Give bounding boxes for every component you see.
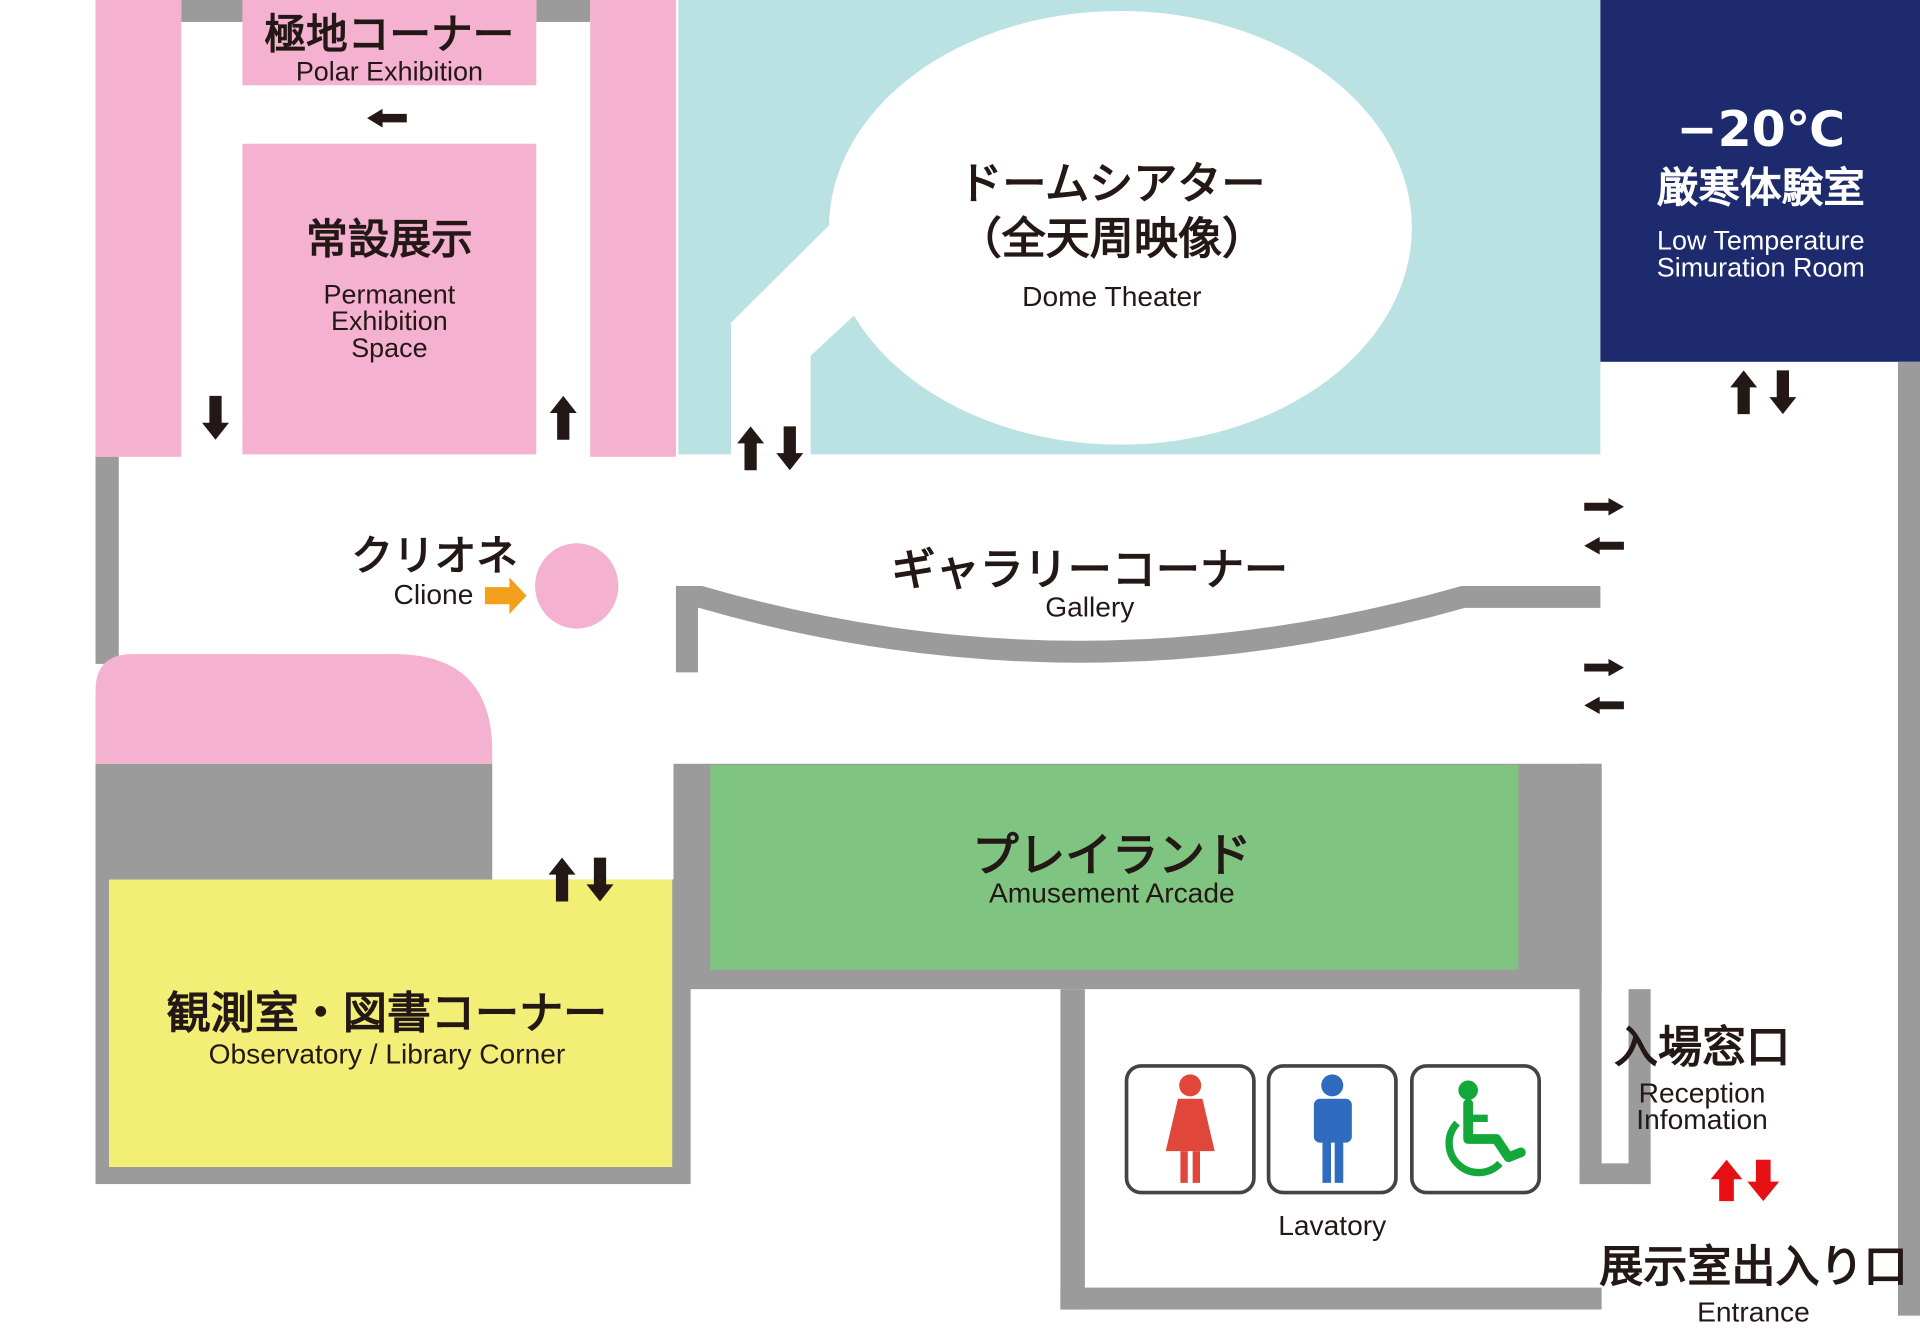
observatory-library[interactable]: 観測室・図書コーナー Observatory / Library Corner [95, 879, 691, 1185]
arrow-down-red-icon [1747, 1159, 1780, 1202]
permanent-title-en-1: Permanent [324, 279, 456, 309]
playland-title-en: Amusement Arcade [989, 878, 1235, 909]
clione-tank[interactable]: クリオネ Clione [351, 531, 619, 629]
dome-theater[interactable]: ドームシアター （全天周映像） Dome Theater [678, 0, 1601, 455]
arrow-right-icon [484, 577, 527, 614]
reception-title-jp: 入場窓口 [1614, 1022, 1790, 1073]
low-temp-title-jp: 厳寒体験室 [1657, 163, 1865, 212]
gallery-title-en: Gallery [1045, 591, 1134, 622]
wall [1897, 361, 1920, 1316]
polar-exhibition[interactable]: 極地コーナー Polar Exhibition [242, 0, 537, 86]
observatory-title-jp: 観測室・図書コーナー [167, 988, 608, 1039]
wall [1628, 989, 1651, 1185]
wall [536, 0, 591, 22]
pink-column-left [95, 0, 182, 457]
wheelchair-icon [1410, 1064, 1542, 1195]
dome-title-en: Dome Theater [1022, 281, 1201, 312]
polar-title-jp: 極地コーナー [265, 10, 515, 59]
permanent-title-jp: 常設展示 [306, 214, 472, 263]
male-toilet-icon [1266, 1064, 1398, 1195]
wall [1579, 763, 1602, 1185]
permanent-exhibition[interactable]: 常設展示 Permanent Exhibition Space [242, 143, 537, 455]
arrow-up-icon [549, 395, 577, 440]
observatory-title-en: Observatory / Library Corner [209, 1039, 566, 1070]
gallery-corner[interactable]: ギャラリーコーナー Gallery [675, 545, 1601, 673]
reception-title-en-2: Infomation [1636, 1104, 1767, 1135]
arrow-up-red-icon [1710, 1159, 1743, 1202]
playland-title-jp: プレイランド [972, 828, 1251, 882]
wall [1579, 1163, 1651, 1185]
wall-block [95, 763, 493, 881]
clione-circle [535, 543, 619, 629]
arrow-left-icon [1584, 696, 1624, 715]
low-temp-title-en-2: Simuration Room [1657, 253, 1865, 283]
reception-title-en-1: Reception [1639, 1078, 1766, 1109]
temperature-label: −20℃ [1677, 101, 1845, 158]
entrance-title-en: Entrance [1697, 1297, 1810, 1328]
arrow-right-icon [1584, 658, 1624, 677]
lavatory[interactable]: Lavatory [1060, 989, 1602, 1310]
permanent-title-en-2: Exhibition [331, 306, 448, 336]
wall [95, 456, 119, 664]
permanent-title-en-3: Space [351, 333, 427, 363]
clione-title-jp: クリオネ [351, 531, 517, 580]
dome-subtitle-jp: （全天周映像） [958, 213, 1266, 264]
clione-title-en: Clione [394, 579, 474, 610]
entrance-title-jp: 展示室出入り口 [1599, 1242, 1907, 1293]
female-toilet-icon [1124, 1064, 1256, 1195]
gallery-title-jp: ギャラリーコーナー [891, 545, 1288, 596]
exhibition-entrance[interactable]: 展示室出入り口 Entrance [1599, 1242, 1907, 1328]
pink-column-right [590, 0, 676, 457]
arrow-right-icon [1584, 498, 1624, 516]
arrow-down-icon [1769, 370, 1797, 415]
polar-title-en: Polar Exhibition [296, 56, 483, 86]
arrow-up-icon [1730, 370, 1758, 415]
low-temperature-room[interactable]: −20℃ 厳寒体験室 Low Temperature Simuration Ro… [1600, 0, 1920, 362]
wall [181, 0, 243, 22]
pink-area [95, 654, 493, 764]
arrow-left-icon [367, 108, 407, 128]
lavatory-label: Lavatory [1278, 1210, 1386, 1241]
reception-information[interactable]: 入場窓口 Reception Infomation [1614, 1022, 1790, 1135]
low-temp-title-en-1: Low Temperature [1657, 226, 1865, 256]
playland[interactable]: プレイランド Amusement Arcade [673, 763, 1602, 990]
arrow-down-icon [202, 395, 229, 440]
dome-title-jp: ドームシアター [958, 159, 1265, 210]
arrow-left-icon [1584, 537, 1624, 555]
